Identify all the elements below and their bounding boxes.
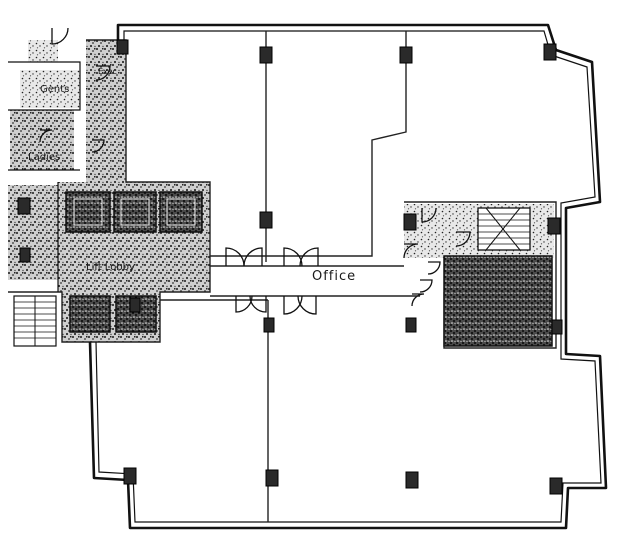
core-speckle-ladies bbox=[10, 110, 74, 170]
column bbox=[263, 317, 275, 333]
door-lower-right-b bbox=[297, 295, 317, 315]
column-core bbox=[19, 247, 31, 263]
column bbox=[259, 46, 273, 64]
core-speckle-mid bbox=[20, 70, 80, 108]
columns bbox=[17, 39, 563, 495]
column bbox=[403, 213, 417, 231]
service-core bbox=[8, 27, 211, 347]
label-office: Office bbox=[312, 269, 356, 284]
door-upper-right-a bbox=[283, 247, 303, 267]
exterior-wall bbox=[88, 23, 608, 530]
right-core-door-4 bbox=[427, 261, 441, 275]
column bbox=[265, 469, 279, 487]
label-lift-lobby: Lift Lobby bbox=[86, 262, 135, 273]
core-speckle-upper bbox=[86, 40, 126, 185]
column bbox=[549, 477, 563, 495]
column bbox=[551, 319, 563, 335]
core-door-arc-1 bbox=[51, 27, 69, 45]
column bbox=[116, 39, 129, 55]
column bbox=[405, 317, 417, 333]
right-core-stair-box bbox=[477, 207, 531, 251]
right-core-door-2 bbox=[455, 231, 471, 247]
label-gents: Gents bbox=[40, 84, 69, 95]
door-upper-right-b bbox=[299, 247, 319, 267]
column bbox=[543, 43, 557, 61]
door-lower-right-a bbox=[283, 295, 303, 315]
core-speckle-gents bbox=[28, 40, 58, 62]
door-upper-left-b bbox=[243, 247, 263, 267]
core-stair bbox=[13, 295, 57, 347]
lift-shaft-2 bbox=[113, 191, 157, 233]
right-core-outline bbox=[404, 201, 557, 349]
core-outline bbox=[8, 39, 211, 343]
labels: Office Lift Lobby Gents Ladies Exec bbox=[28, 67, 356, 284]
column-core bbox=[17, 197, 31, 215]
right-core bbox=[403, 201, 557, 349]
core-door-arc-4 bbox=[91, 139, 105, 153]
label-ladies: Ladies bbox=[28, 152, 60, 163]
right-core-door-1 bbox=[421, 207, 437, 223]
core-door-arc-3 bbox=[39, 129, 53, 143]
label-exec: Exec bbox=[98, 67, 117, 76]
partition-upper-right bbox=[210, 31, 407, 257]
door-lower-left-b bbox=[249, 295, 267, 313]
column bbox=[547, 217, 561, 235]
core-speckle-left bbox=[8, 185, 58, 280]
door-upper-left-a bbox=[225, 247, 245, 267]
lift-shaft-inner-2 bbox=[120, 198, 150, 226]
doors bbox=[225, 247, 433, 315]
core-door-arc-2 bbox=[95, 65, 111, 81]
lift-shaft-inner-3 bbox=[166, 198, 196, 226]
column bbox=[405, 471, 419, 489]
column bbox=[259, 211, 273, 229]
column bbox=[123, 467, 137, 485]
core-wc-walls bbox=[8, 61, 81, 292]
lift-shaft-1 bbox=[65, 191, 111, 233]
lift-shaft-3 bbox=[159, 191, 203, 233]
column bbox=[399, 46, 413, 64]
column-core bbox=[129, 297, 141, 313]
door-lower-left-a bbox=[235, 295, 253, 313]
lift-shaft-inner-1 bbox=[73, 198, 103, 226]
right-core-door-3 bbox=[403, 243, 419, 259]
exterior-wall-inner bbox=[95, 30, 602, 523]
door-right-core-entry bbox=[419, 279, 433, 293]
right-core-plant bbox=[443, 255, 553, 347]
lift-shaft-4 bbox=[69, 295, 111, 333]
